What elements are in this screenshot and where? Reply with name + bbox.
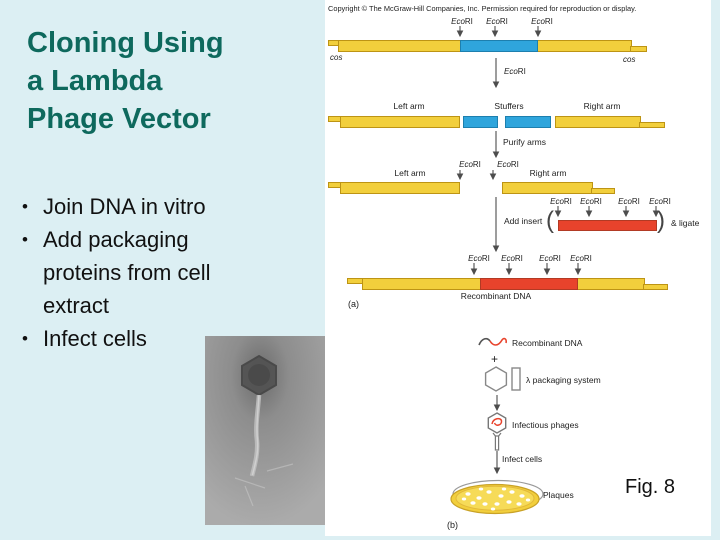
cos-site-label: cos: [330, 53, 343, 62]
cos-overhang-right: [643, 284, 668, 290]
infectious-phages-label: Infectious phages: [512, 420, 579, 430]
stuffer-region: [460, 40, 538, 52]
ecoRI-label: EcoRI: [468, 254, 490, 263]
purify-arms-label: Purify arms: [503, 137, 546, 147]
recombinant-dna-squiggle-icon: [478, 337, 507, 346]
right-arm-label: Right arm: [529, 168, 567, 178]
right-arm-bar: [502, 182, 593, 194]
figure-number: Fig. 8: [625, 476, 676, 498]
micrograph-scratches: [234, 463, 294, 507]
left-arm-label: Left arm: [393, 101, 425, 111]
ecoRI-label: EcoRI: [451, 17, 473, 26]
bullet-list: • Join DNA in vitro • Add packaging prot…: [22, 190, 270, 355]
cos-overhang-right: [591, 188, 615, 194]
recombinant-dna-label: Recombinant DNA: [512, 338, 583, 348]
cos-overhang-right: [630, 46, 647, 52]
cos-site-label: cos: [623, 55, 636, 64]
ecoRI-label: EcoRI: [531, 17, 553, 26]
list-item: • Infect cells: [22, 322, 270, 355]
bullet-marker: •: [22, 197, 28, 216]
left-arm-bar: [340, 116, 460, 128]
copyright-line: Copyright © The McGraw-Hill Companies, I…: [328, 4, 637, 13]
right-arm-label: Right arm: [583, 101, 621, 111]
left-arm-bar: [340, 182, 460, 194]
stuffer-fragment: [463, 116, 498, 128]
ecoRI-label: EcoRI: [504, 67, 526, 76]
bullet-marker: •: [22, 230, 28, 249]
recombinant-dna-label: Recombinant DNA: [460, 291, 532, 301]
stuffer-fragment: [505, 116, 551, 128]
paren-open: (: [546, 207, 554, 234]
ecoRI-label: EcoRI: [486, 17, 508, 26]
ecoRI-label: EcoRI: [459, 160, 481, 169]
lambda-packaging-label: λ packaging system: [526, 375, 601, 385]
panel-b-label: (b): [447, 520, 458, 530]
bullet-marker: •: [22, 329, 28, 348]
bullet-text: Infect cells: [43, 326, 147, 351]
phage-electron-micrograph: [205, 336, 325, 525]
plus-sign: +: [491, 352, 499, 366]
phage-tail-highlight: [251, 394, 260, 476]
bullet-text: Join DNA in vitro: [43, 194, 206, 219]
petri-dish-plaques-icon: [450, 479, 544, 515]
cos-overhang-right: [639, 122, 665, 128]
ecoRI-label: EcoRI: [618, 197, 640, 206]
list-item: • Join DNA in vitro: [22, 190, 270, 223]
plaques-label: Plaques: [543, 490, 574, 500]
ecoRI-label: EcoRI: [580, 197, 602, 206]
ecoRI-label: EcoRI: [649, 197, 671, 206]
figure-panel: Copyright © The McGraw-Hill Companies, I…: [325, 0, 711, 536]
ecoRI-label: EcoRI: [497, 160, 519, 169]
stuffers-label: Stuffers: [494, 101, 524, 111]
slide-title: Cloning Using a Lambda Phage Vector: [27, 27, 224, 135]
add-insert-label: Add insert: [504, 216, 543, 226]
left-arm-label: Left arm: [394, 168, 426, 178]
ecoRI-label: EcoRI: [570, 254, 592, 263]
ecoRI-label: EcoRI: [550, 197, 572, 206]
ecoRI-label: EcoRI: [501, 254, 523, 263]
infectious-phage-icon: [487, 412, 507, 451]
phage-head-core: [248, 364, 270, 386]
paren-close: ): [657, 207, 665, 234]
ecoRI-label: EcoRI: [539, 254, 561, 263]
ligate-label: & ligate: [671, 218, 700, 228]
infect-cells-label: Infect cells: [502, 454, 543, 464]
panel-a-label: (a): [348, 299, 359, 309]
lambda-packaging-icon: [484, 366, 521, 392]
bullet-text: Add packaging proteins from cell extract: [43, 227, 211, 318]
insert-dna-bar: [558, 220, 657, 231]
right-arm-bar: [555, 116, 641, 128]
insert-in-vector: [480, 278, 578, 290]
list-item: • Add packaging proteins from cell extra…: [22, 223, 270, 322]
